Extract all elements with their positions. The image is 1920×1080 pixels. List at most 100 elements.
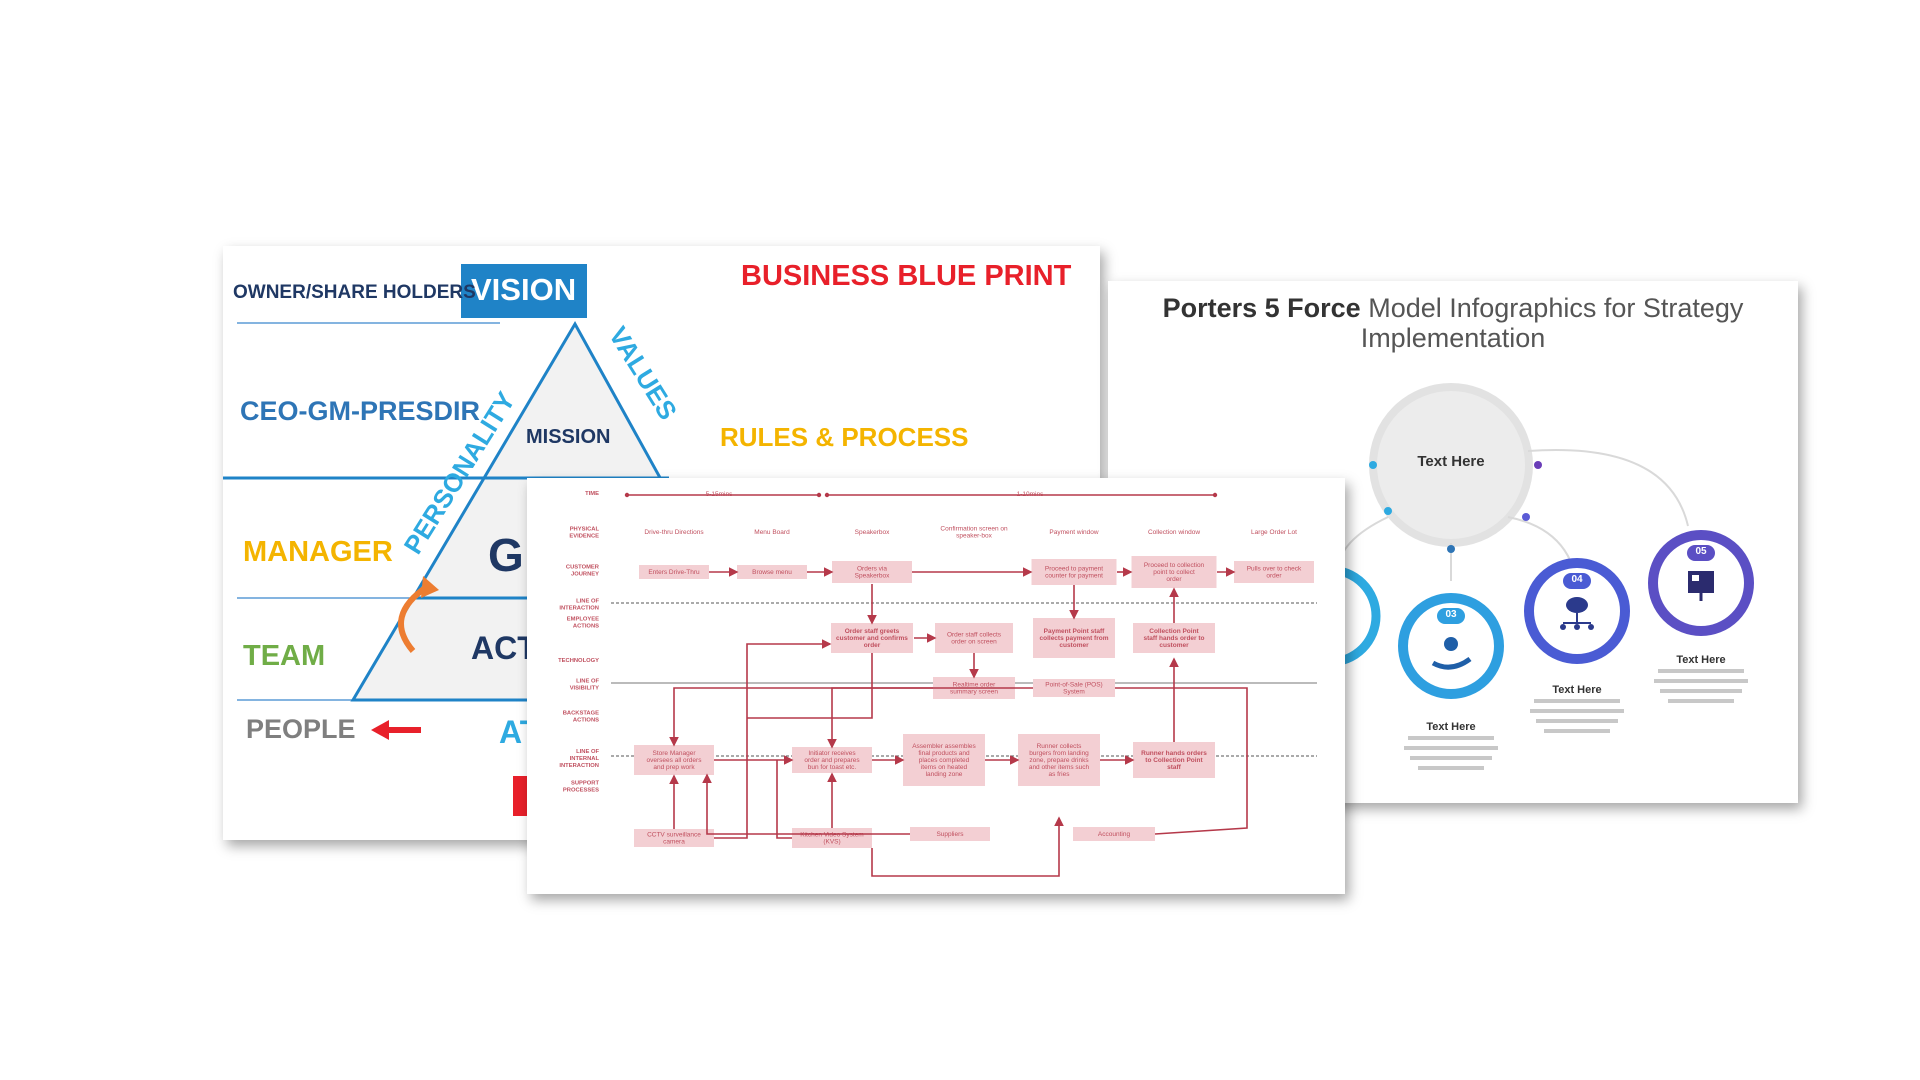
item-label-03: Text Here xyxy=(1426,721,1476,733)
physical-evidence: Large Order Lot xyxy=(1251,529,1297,536)
hand-coin-icon xyxy=(1444,637,1458,651)
backstage-action-box xyxy=(1018,734,1100,786)
customer-journey-step-box xyxy=(1131,556,1217,588)
time-marker xyxy=(824,492,830,498)
network-cloud-icon xyxy=(1566,597,1588,613)
item-num-04: 04 xyxy=(1571,574,1583,585)
level-ceo: CEO-GM-PRESDIR xyxy=(240,396,481,426)
item-num-05: 05 xyxy=(1695,546,1707,557)
porter-title-bold: Porters 5 Force xyxy=(1162,293,1361,323)
employee-action-box xyxy=(935,623,1013,653)
connector-line xyxy=(1115,687,1248,835)
level-owner: OWNER/SHARE HOLDERS xyxy=(233,282,476,303)
support-process-box xyxy=(792,828,872,848)
dot xyxy=(1384,507,1392,515)
support-process: Suppliers xyxy=(936,831,964,838)
network-node xyxy=(1560,624,1566,630)
physical-evidence: Speakerbox xyxy=(855,529,890,536)
description-placeholder xyxy=(1272,669,1748,770)
num-pill-03 xyxy=(1437,608,1465,624)
network-node xyxy=(1574,624,1580,630)
connector-line xyxy=(714,639,832,839)
connector xyxy=(1337,516,1389,572)
support-process-box xyxy=(634,829,714,847)
support-process-box xyxy=(1073,827,1155,841)
vision-label: VISION xyxy=(471,272,577,307)
time-label-1: 5-15mins xyxy=(706,491,733,498)
red-arrow-shaft xyxy=(385,727,421,733)
backstage-action-box xyxy=(792,747,872,773)
connector-line xyxy=(871,816,1064,877)
mission-label: MISSION xyxy=(526,426,611,448)
physical-evidence: Drive-thru Directions xyxy=(644,529,704,536)
customer-journey-step-box xyxy=(737,565,807,579)
arrow-head xyxy=(421,576,439,598)
red-left-arrow-icon xyxy=(371,720,389,740)
employee-action-box xyxy=(831,623,913,653)
num-pill-04 xyxy=(1563,573,1591,589)
row-label: TIME xyxy=(585,491,599,497)
customer-journey-step: Browse menu xyxy=(752,569,792,576)
time-marker xyxy=(816,492,822,498)
connector-line xyxy=(776,760,792,839)
customer-journey-step-box xyxy=(639,565,709,579)
hand-icon xyxy=(1431,656,1472,670)
support-process: Accounting xyxy=(1098,831,1131,838)
dot xyxy=(1447,545,1455,553)
chart-board-icon xyxy=(1688,571,1714,593)
connector-line xyxy=(747,653,873,719)
time-marker xyxy=(1212,492,1218,498)
goal-label: G xyxy=(488,529,524,581)
employee-action-box xyxy=(1033,618,1115,658)
employee-action-box xyxy=(1133,623,1215,653)
vision-box xyxy=(461,264,587,318)
porter-title: Porters 5 Force Model Infographics for S… xyxy=(1148,293,1758,353)
time-label-2: 1-10mins xyxy=(1017,491,1044,498)
connector-line xyxy=(827,687,1033,749)
connector-line xyxy=(669,687,933,747)
item-num-03: 03 xyxy=(1445,609,1457,620)
technology-item-box xyxy=(1033,679,1115,697)
customer-journey-step: Enters Drive-Thru xyxy=(648,569,700,576)
network-node xyxy=(1588,624,1594,630)
red-block xyxy=(513,776,527,816)
customer-journey-step-box xyxy=(1234,561,1314,583)
backstage-action-box xyxy=(634,745,714,775)
dot xyxy=(1522,513,1530,521)
slide-title: BUSINESS BLUE PRINT xyxy=(741,260,1072,292)
level-people: PEOPLE xyxy=(246,714,356,744)
row-label: TECHNOLOGY xyxy=(558,658,599,664)
level-manager: MANAGER xyxy=(243,536,393,568)
support-process: Kitchen Video System(KVS) xyxy=(800,832,863,846)
dot xyxy=(1369,461,1377,469)
item-label-05: Text Here xyxy=(1676,654,1726,666)
support-process-box xyxy=(910,827,990,841)
porter-title-rest: Model Infographics for Strategy Implemen… xyxy=(1360,293,1744,353)
chart-board-detail xyxy=(1692,575,1699,581)
center-text: Text Here xyxy=(1417,453,1485,470)
time-marker xyxy=(624,492,630,498)
